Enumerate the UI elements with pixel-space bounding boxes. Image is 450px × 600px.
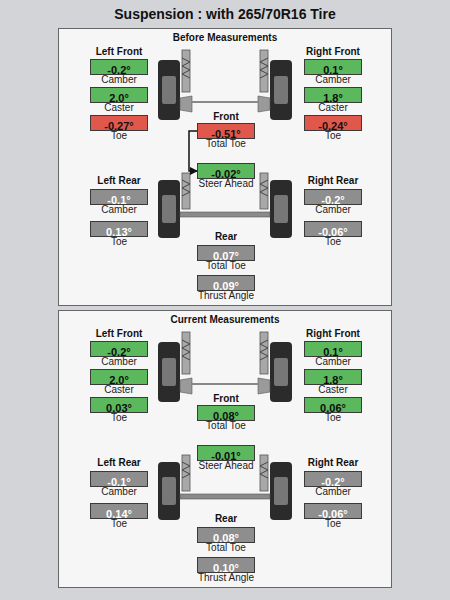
value-box: 0.06°Toe bbox=[304, 397, 362, 413]
value-box: -0.02°Steer Ahead bbox=[197, 163, 255, 179]
measurement-caption: Toe bbox=[111, 130, 127, 142]
value-box: -0.06°Toe bbox=[304, 221, 362, 237]
measurement-panel: Before Measurements -0.2°Camber 0.1°Camber… bbox=[58, 28, 392, 306]
value-box: -0.2°Camber bbox=[304, 471, 362, 487]
position-label: Right Rear bbox=[308, 457, 359, 468]
measurement-caption: Total Toe bbox=[206, 542, 246, 554]
position-label: Right Front bbox=[306, 46, 360, 57]
value-box: 0.07°Total Toe bbox=[197, 245, 255, 261]
value-box: 0.1°Camber bbox=[304, 341, 362, 357]
measurement-caption: Camber bbox=[101, 356, 137, 368]
measurement-caption: Camber bbox=[315, 204, 351, 216]
measurement-caption: Caster bbox=[104, 102, 133, 114]
position-label: Left Front bbox=[96, 328, 143, 339]
measurement-caption: Thrust Angle bbox=[198, 290, 254, 302]
measurement-caption: Toe bbox=[325, 130, 341, 142]
position-label: Front bbox=[213, 111, 239, 122]
measurement-caption: Camber bbox=[101, 204, 137, 216]
value-box: -0.2°Camber bbox=[90, 341, 148, 357]
position-label: Right Rear bbox=[308, 175, 359, 186]
position-label: Left Rear bbox=[97, 175, 140, 186]
measurement-caption: Toe bbox=[325, 236, 341, 248]
measurement-caption: Camber bbox=[101, 74, 137, 86]
measurement-caption: Total Toe bbox=[206, 420, 246, 432]
measurement-caption: Total Toe bbox=[206, 260, 246, 272]
position-label: Left Front bbox=[96, 46, 143, 57]
measurement-caption: Thrust Angle bbox=[198, 572, 254, 584]
value-box: -0.01°Steer Ahead bbox=[197, 445, 255, 461]
value-box: 1.8°Caster bbox=[304, 87, 362, 103]
value-box: 2.0°Caster bbox=[90, 369, 148, 385]
value-box: -0.2°Camber bbox=[304, 189, 362, 205]
value-box: -0.24°Toe bbox=[304, 115, 362, 131]
measurement-caption: Caster bbox=[104, 384, 133, 396]
measurement-caption: Camber bbox=[315, 486, 351, 498]
measurement-caption: Camber bbox=[315, 356, 351, 368]
value-box: 0.10°Thrust Angle bbox=[197, 557, 255, 573]
panel-heading: Current Measurements bbox=[59, 314, 391, 326]
value-box: -0.51°Total Toe bbox=[197, 123, 255, 139]
panel-heading: Before Measurements bbox=[59, 32, 391, 44]
measurement-caption: Caster bbox=[318, 102, 347, 114]
value-box: -0.06°Toe bbox=[304, 503, 362, 519]
page-title: Suspension : with 265/70R16 Tire bbox=[0, 6, 450, 23]
measurement-caption: Camber bbox=[315, 74, 351, 86]
measurement-caption: Caster bbox=[318, 384, 347, 396]
position-label: Front bbox=[213, 393, 239, 404]
value-box: 0.08°Total Toe bbox=[197, 405, 255, 421]
position-label: Rear bbox=[215, 231, 237, 242]
measurement-caption: Camber bbox=[101, 486, 137, 498]
value-box: 0.1°Camber bbox=[304, 59, 362, 75]
value-box: -0.1°Camber bbox=[90, 189, 148, 205]
position-label: Left Rear bbox=[97, 457, 140, 468]
measurement-panel: Current Measurements -0.2°Camber 0.1°Cambe… bbox=[58, 310, 392, 588]
value-box: 0.03°Toe bbox=[90, 397, 148, 413]
position-label: Right Front bbox=[306, 328, 360, 339]
measurement-caption: Toe bbox=[111, 236, 127, 248]
value-box: 2.0°Caster bbox=[90, 87, 148, 103]
car-figure bbox=[158, 50, 292, 238]
value-box: 0.13°Toe bbox=[90, 221, 148, 237]
measurement-caption: Total Toe bbox=[206, 138, 246, 150]
measurement-caption: Toe bbox=[111, 518, 127, 530]
measurement-caption: Toe bbox=[325, 518, 341, 530]
value-box: 0.14°Toe bbox=[90, 503, 148, 519]
measurement-caption: Steer Ahead bbox=[198, 460, 253, 472]
measurement-caption: Toe bbox=[111, 412, 127, 424]
measurement-caption: Toe bbox=[325, 412, 341, 424]
value-box: 0.09°Thrust Angle bbox=[197, 275, 255, 291]
value-box: 0.08°Total Toe bbox=[197, 527, 255, 543]
value-box: -0.2°Camber bbox=[90, 59, 148, 75]
connector-arrow bbox=[189, 131, 197, 171]
value-box: -0.1°Camber bbox=[90, 471, 148, 487]
value-box: 1.8°Caster bbox=[304, 369, 362, 385]
value-box: -0.27°Toe bbox=[90, 115, 148, 131]
car-figure bbox=[158, 332, 292, 520]
position-label: Rear bbox=[215, 513, 237, 524]
measurement-caption: Steer Ahead bbox=[198, 178, 253, 190]
